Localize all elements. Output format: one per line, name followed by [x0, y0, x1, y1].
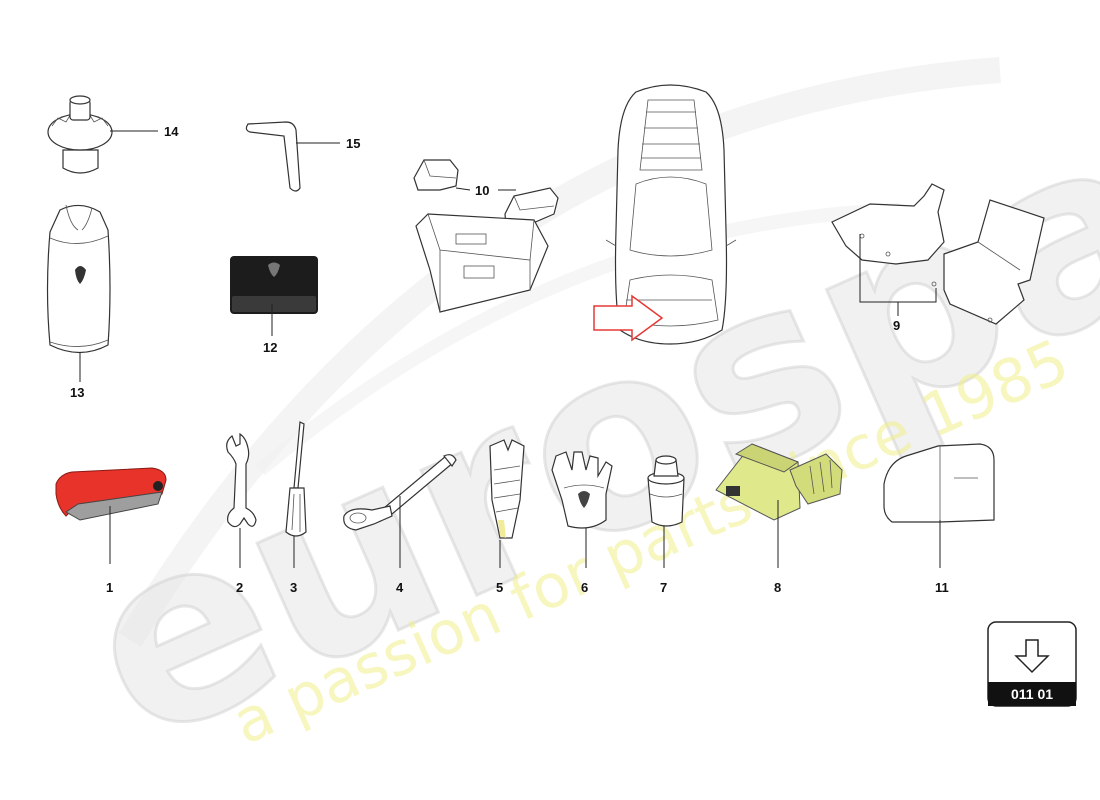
down-arrow-icon [1014, 639, 1050, 674]
part-15-illustration[interactable] [245, 121, 301, 192]
lamborghini-shield-icon [268, 262, 280, 277]
watermark-swoosh-inner [255, 203, 901, 476]
callout-8: 8 [774, 580, 781, 595]
callout-11: 11 [935, 580, 949, 595]
callout-4: 4 [396, 580, 404, 595]
watermark: eurospares a passion for parts since 198… [44, 0, 1100, 800]
car-top-view-illustration [605, 84, 737, 345]
part-13-illustration[interactable] [46, 204, 111, 354]
callout-6: 6 [581, 580, 588, 595]
locator-arrow-icon [593, 294, 664, 342]
callout-14: 14 [164, 124, 179, 139]
page-reference-badge[interactable]: 011 01 [987, 621, 1077, 707]
callout-7: 7 [660, 580, 667, 595]
part-1-illustration[interactable] [55, 467, 167, 521]
part-10-illustration[interactable] [413, 159, 559, 313]
page-badge-bar [988, 682, 1076, 706]
callout-9: 9 [893, 318, 900, 333]
lamborghini-shield-icon [578, 491, 590, 508]
callout-13: 13 [70, 385, 84, 400]
part-6-illustration[interactable] [551, 451, 613, 529]
part-7-illustration[interactable] [647, 455, 685, 527]
callout-2: 2 [236, 580, 243, 595]
part-5-illustration[interactable] [489, 439, 525, 539]
page-badge-label: 011 01 [1011, 686, 1053, 702]
callout-5: 5 [496, 580, 503, 595]
part-2-illustration[interactable] [226, 432, 257, 528]
part-3-illustration[interactable] [285, 421, 307, 537]
callout-10: 10 [475, 183, 489, 198]
part-4-illustration[interactable] [343, 454, 457, 531]
callout-15: 15 [346, 136, 360, 151]
callout-1: 1 [106, 580, 113, 595]
part-14-illustration[interactable] [47, 95, 113, 174]
part-12-illustration[interactable] [230, 256, 318, 314]
callout-3: 3 [290, 580, 297, 595]
lamborghini-shield-icon [75, 266, 86, 284]
part-11-illustration[interactable] [883, 443, 995, 523]
callout-12: 12 [263, 340, 277, 355]
part-8-illustration[interactable] [715, 443, 843, 521]
